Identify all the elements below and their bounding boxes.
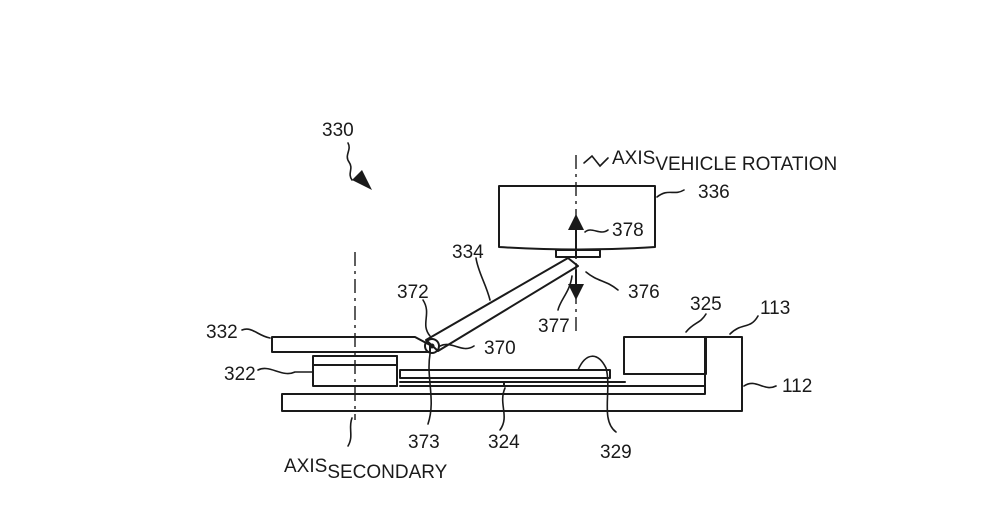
label-336: 336 (698, 182, 730, 203)
vehicle-rotation-axis: AXISVEHICLE ROTATION (575, 148, 837, 335)
plate-top (271, 336, 431, 353)
label-372: 372 (397, 282, 429, 303)
label-330: 330 (322, 120, 354, 141)
track-upper (399, 369, 611, 379)
leader-325 (685, 313, 707, 333)
axis-vehicle-sub: VEHICLE ROTATION (655, 154, 837, 175)
leader-376 (585, 271, 619, 291)
mount-plate (555, 249, 601, 258)
axis-vehicle-main: AXIS (612, 148, 655, 169)
label-112: 112 (782, 376, 812, 397)
label-370: 370 (484, 338, 516, 359)
leader-377 (557, 275, 573, 311)
axis-secondary-main: AXIS (284, 456, 327, 477)
label-324: 324 (488, 432, 520, 453)
label-325: 325 (690, 294, 722, 315)
leader-370 (439, 343, 475, 350)
block-325: 325 (623, 294, 722, 375)
leader-330 (346, 142, 353, 181)
axis-secondary-label: AXISSECONDARY (284, 456, 448, 483)
axis-secondary-leader (347, 417, 353, 447)
joint-mount: 378 376 377 (538, 214, 660, 337)
leader-378 (584, 229, 609, 233)
ref-330-group: 330 (322, 120, 372, 190)
pivot-pin (424, 338, 440, 354)
leader-372 (422, 299, 431, 337)
axis-vehicle-label: AXISVEHICLE ROTATION (612, 148, 837, 175)
leader-322 (257, 367, 314, 375)
leader-113 (729, 315, 759, 335)
label-322: 322 (224, 364, 256, 385)
spacer-322: 322 (224, 355, 398, 387)
leader-329 (577, 355, 617, 433)
arrow-up-head (568, 214, 584, 230)
axis-vehicle-leader (583, 154, 609, 168)
frame-112: 113 112 (281, 298, 812, 412)
leader-112 (743, 382, 777, 389)
label-378: 378 (612, 220, 644, 241)
leader-336 (656, 189, 685, 198)
axis-secondary-sub: SECONDARY (327, 462, 447, 483)
track-324: 324 (399, 369, 706, 453)
label-373: 373 (408, 432, 440, 453)
spring-329: 329 (577, 355, 632, 463)
leader-332 (241, 328, 271, 339)
arrowhead-330 (352, 170, 372, 190)
label-113: 113 (760, 298, 790, 319)
label-329: 329 (600, 442, 632, 463)
block (623, 336, 707, 375)
frame-base (281, 336, 743, 412)
pivot-dot (429, 343, 435, 349)
leader-334 (475, 257, 491, 301)
pivot: 372 370 373 (396, 282, 516, 453)
leader-373 (427, 353, 432, 425)
label-377: 377 (538, 316, 570, 337)
label-376: 376 (628, 282, 660, 303)
label-334: 334 (452, 242, 484, 263)
leader-324 (499, 387, 506, 431)
arrow-down-head (568, 284, 584, 300)
label-332: 332 (206, 322, 238, 343)
plate-332: 332 (206, 322, 431, 353)
